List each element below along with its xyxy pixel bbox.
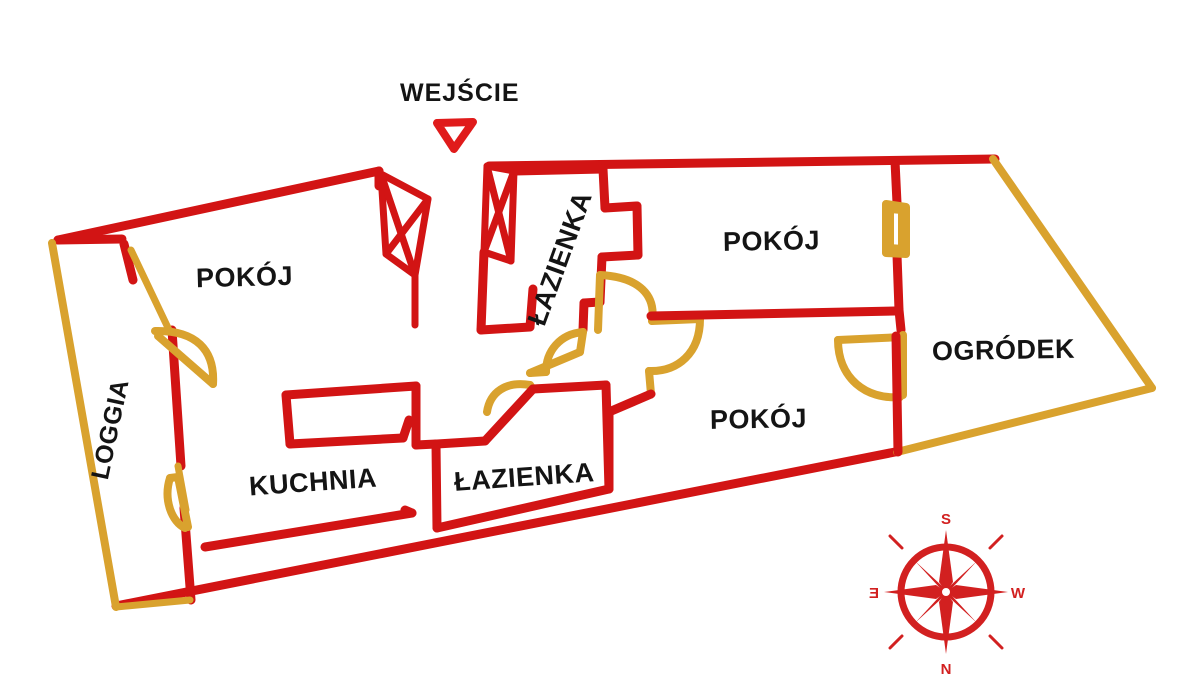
window-pokoj-2 xyxy=(882,200,910,258)
ogrodek-outline xyxy=(893,155,1156,456)
compass-rose: S W N Ǝ xyxy=(869,511,1026,678)
window-symbol-pokoj-1 xyxy=(377,170,432,329)
room-label-pokoj-2: POKÓJ xyxy=(722,225,821,257)
compass-label-top: S xyxy=(941,511,951,528)
entrance-marker-icon xyxy=(433,118,477,153)
compass-label-left: Ǝ xyxy=(869,585,879,602)
lazienka-lower-walls xyxy=(432,380,614,533)
compass-label-right: W xyxy=(1011,585,1026,602)
lazienka-upper-walls xyxy=(476,162,643,335)
door-arc-loggia xyxy=(151,326,218,388)
window-loggia xyxy=(163,473,192,532)
exterior-walls xyxy=(53,154,1000,611)
room-label-pokoj-1: POKÓJ xyxy=(195,260,294,294)
room-label-ogrodek: OGRÓDEK xyxy=(931,333,1076,367)
interior-walls-left xyxy=(200,381,442,552)
pokoj-2-walls xyxy=(646,156,906,335)
compass-label-bottom: N xyxy=(941,661,952,678)
room-label-pokoj-3: POKÓJ xyxy=(709,403,808,435)
pokoj-3-walls xyxy=(604,331,903,494)
entrance-label: WEJŚCIE xyxy=(400,79,520,107)
